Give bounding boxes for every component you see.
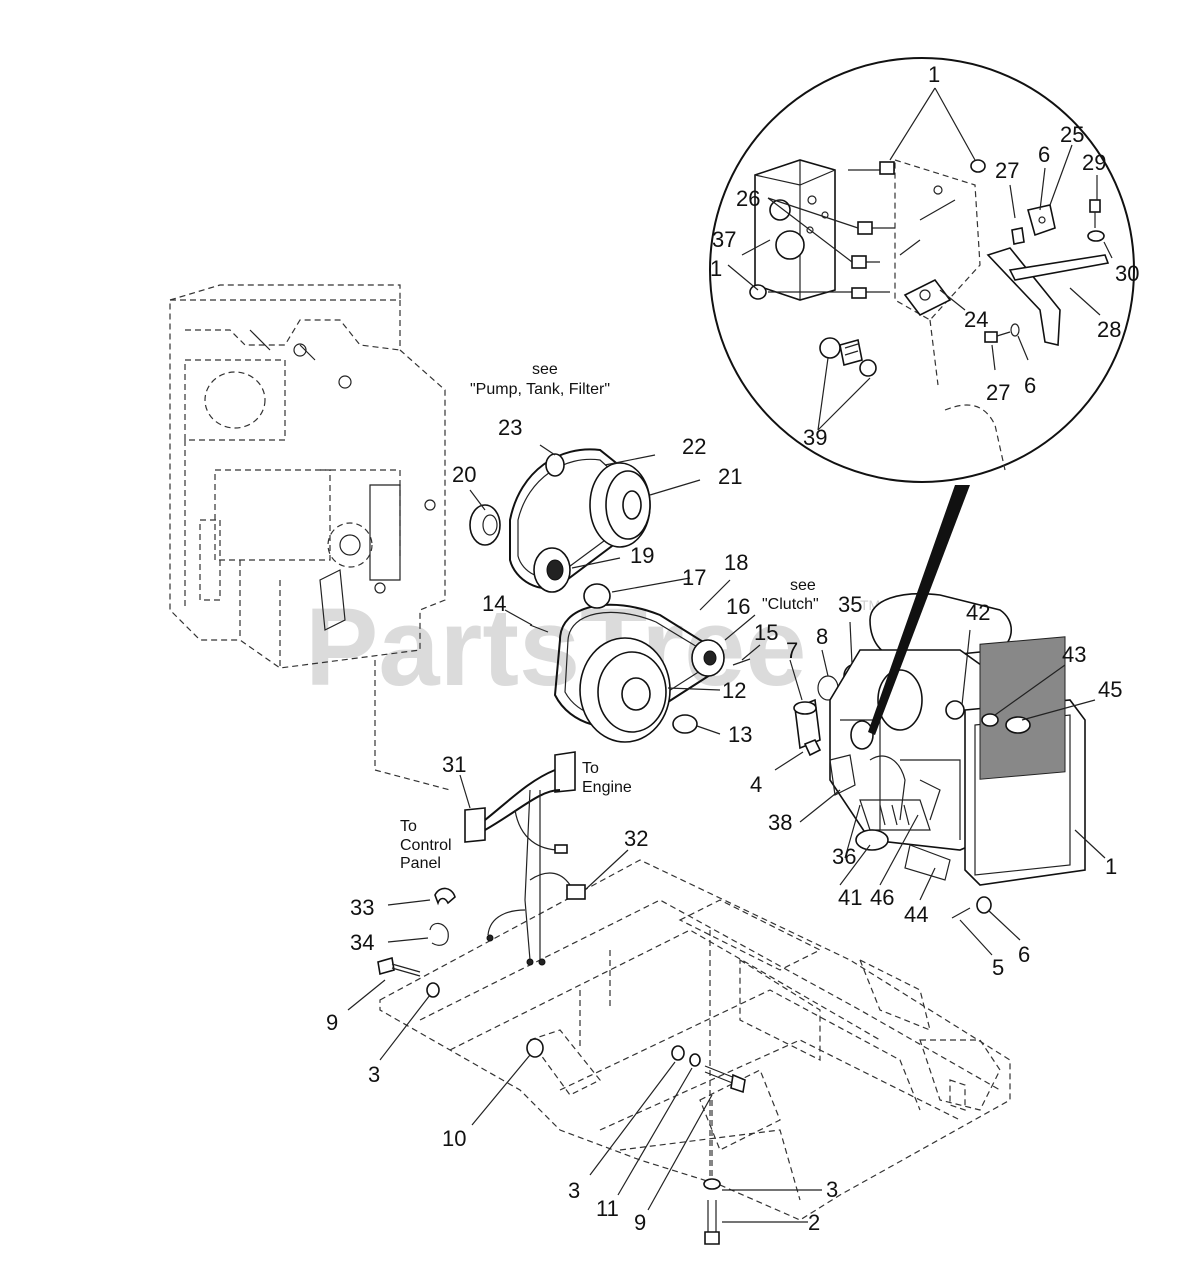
pump-housing-drawing — [169, 284, 451, 791]
callout-20: 20 — [452, 462, 476, 487]
callout-3-c: 3 — [826, 1177, 838, 1202]
callout-11: 11 — [596, 1196, 619, 1221]
callout-26: 26 — [736, 186, 760, 211]
leader-lines — [347, 87, 1113, 1223]
callout-6-c: 6 — [1018, 942, 1030, 967]
engine-drawing — [803, 592, 1086, 919]
callout-36: 36 — [832, 844, 856, 869]
callout-14: 14 — [482, 591, 506, 616]
callout-24: 24 — [964, 307, 988, 332]
callout-28: 28 — [1097, 317, 1121, 342]
callout-2: 2 — [808, 1210, 820, 1235]
callout-37: 37 — [712, 227, 736, 252]
callout-17: 17 — [682, 565, 706, 590]
callout-23: 23 — [498, 415, 522, 440]
hardware-drawing — [377, 887, 746, 1245]
callout-5: 5 — [992, 955, 1004, 980]
callout-29: 29 — [1082, 150, 1106, 175]
callout-25: 25 — [1060, 122, 1084, 147]
callout-1-top: 1 — [928, 62, 940, 87]
callout-16: 16 — [726, 594, 750, 619]
callout-27-b: 27 — [986, 380, 1010, 405]
callout-31: 31 — [442, 752, 466, 777]
note-to-control-panel-line2: Control — [400, 837, 452, 854]
callout-3-b: 3 — [568, 1178, 580, 1203]
frame-drawing — [379, 859, 1011, 1221]
callout-6-b: 6 — [1024, 373, 1036, 398]
note-to-control-panel-line1: To — [400, 818, 417, 835]
notes: see "Pump, Tank, Filter" see "Clutch" To… — [400, 361, 819, 872]
note-see-pump-line1: see — [532, 361, 558, 378]
callout-21: 21 — [718, 464, 742, 489]
callout-33: 33 — [350, 895, 374, 920]
callouts: 1 1 1 2 3 3 3 4 5 6 6 6 7 8 9 9 10 11 12… — [326, 62, 1139, 1235]
callout-30: 30 — [1115, 261, 1139, 286]
note-to-engine-line1: To — [582, 760, 599, 777]
callout-18: 18 — [724, 550, 748, 575]
callout-9-b: 9 — [634, 1210, 646, 1235]
callout-6-a: 6 — [1038, 142, 1050, 167]
callout-8: 8 — [816, 624, 828, 649]
callout-13: 13 — [728, 722, 752, 747]
note-to-control-panel-line3: Panel — [400, 855, 441, 872]
callout-10: 10 — [442, 1126, 466, 1151]
callout-22: 22 — [682, 434, 706, 459]
callout-44: 44 — [904, 902, 928, 927]
callout-4: 4 — [750, 772, 762, 797]
callout-3-a: 3 — [368, 1062, 380, 1087]
callout-41: 41 — [838, 885, 862, 910]
wiring-harness-drawing — [464, 751, 586, 966]
callout-45: 45 — [1098, 677, 1122, 702]
note-see-pump-line2: "Pump, Tank, Filter" — [470, 381, 610, 398]
callout-1-right: 1 — [1105, 854, 1117, 879]
note-see-clutch-line2: "Clutch" — [762, 596, 819, 613]
callout-39: 39 — [803, 425, 827, 450]
callout-34: 34 — [350, 930, 374, 955]
callout-46: 46 — [870, 885, 894, 910]
callout-27-a: 27 — [995, 158, 1019, 183]
callout-32: 32 — [624, 826, 648, 851]
callout-1-left: 1 — [710, 256, 722, 281]
callout-12: 12 — [722, 678, 746, 703]
callout-42: 42 — [966, 600, 990, 625]
note-see-clutch-line1: see — [790, 577, 816, 594]
callout-15: 15 — [754, 620, 778, 645]
callout-35: 35 — [838, 592, 862, 617]
callout-43: 43 — [1062, 642, 1086, 667]
inset-detail — [709, 57, 1135, 735]
callout-38: 38 — [768, 810, 792, 835]
callout-7: 7 — [786, 638, 798, 663]
callout-19: 19 — [630, 543, 654, 568]
note-to-engine-line2: Engine — [582, 779, 632, 796]
callout-9-a: 9 — [326, 1010, 338, 1035]
